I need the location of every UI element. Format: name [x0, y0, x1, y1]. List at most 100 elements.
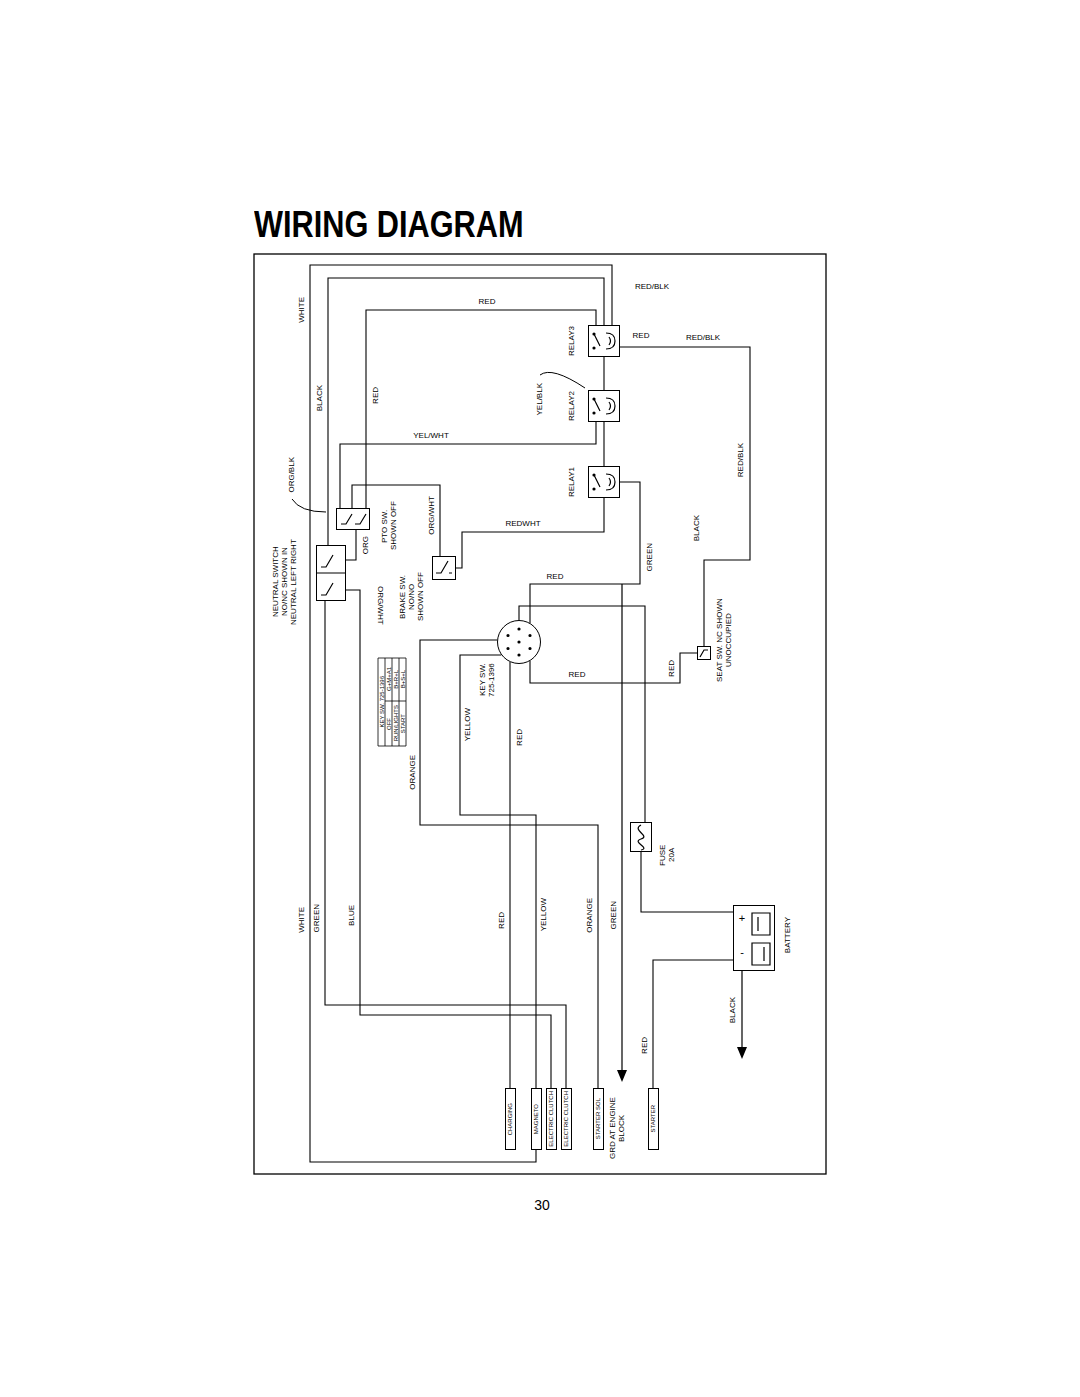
table-cell: RUN/LIGHTS [393, 705, 399, 741]
fuse-symbol [638, 825, 644, 850]
wire-color-label: ORANGE [408, 755, 417, 790]
wire-color-label: RED/BLK [635, 282, 669, 291]
component-label: MAGNETO [533, 1104, 540, 1134]
table-cell: B+S+L [400, 670, 406, 688]
wire-color-label: REDWHT [505, 519, 540, 528]
wire [325, 601, 566, 1088]
component-label: STARTER [650, 1105, 657, 1132]
component-label: STARTER SOL [595, 1098, 602, 1139]
connector-box: STARTER [648, 1088, 659, 1150]
wire [340, 422, 596, 508]
wire-color-label: ORANGE [585, 898, 594, 933]
relay-box: RELAY1 [588, 466, 620, 498]
wire [530, 653, 697, 683]
wire-color-label: RED [479, 297, 496, 306]
switch-box: NEUTRAL SWITCH NO/NC SHOWN IN NEUTRAL LE… [316, 545, 346, 601]
wire [519, 606, 645, 822]
table-cell: B+R+L [393, 670, 399, 689]
table-cell: START [400, 714, 406, 733]
fuse-box: FUSE 20A [630, 822, 652, 852]
wire-color-label: GREEN [645, 543, 654, 571]
connector-box: CHARGING [505, 1088, 516, 1150]
connector-box: STARTER SOL [593, 1088, 604, 1150]
relay-box: RELAY2 [588, 390, 620, 422]
key-switch: KEY SW. 725-1396 [497, 620, 541, 664]
wire [603, 357, 604, 390]
terminal-mark: + [739, 912, 745, 925]
wire-color-label: GREEN [609, 901, 618, 929]
component-label: NEUTRAL SWITCH NO/NC SHOWN IN NEUTRAL LE… [271, 536, 299, 628]
wire-color-label: RED [640, 1037, 649, 1054]
component-label: BATTERY [783, 917, 792, 953]
wire-color-label: BLUE [347, 905, 356, 926]
contact-dot [506, 332, 595, 656]
table-cell: KEY SW. 725-1396 [379, 676, 385, 728]
wire-color-label: RED [633, 331, 650, 340]
battery-cell [752, 913, 770, 965]
wire-color-label: RED [547, 572, 564, 581]
wire-color-label: BLACK [728, 997, 737, 1023]
wire-color-label: BLACK [315, 385, 324, 411]
wire [420, 640, 598, 1088]
wire [653, 960, 733, 1088]
wire [603, 422, 604, 466]
wire-color-label: YEL/BLK [535, 383, 544, 415]
wire-color-label: RED/BLK [736, 443, 745, 477]
page-title: WIRING DIAGRAM [254, 206, 524, 243]
connector-box: ELECTRIC CLUTCH [561, 1088, 572, 1150]
switch-symbol [316, 514, 708, 657]
component-label: RELAY2 [567, 391, 576, 421]
wire [328, 278, 604, 545]
wire [509, 662, 510, 1088]
component-label: ELECTRIC CLUTCH [548, 1091, 555, 1147]
wire [346, 590, 551, 1088]
switch-box: PTO SW. SHOWN OFF [336, 508, 370, 530]
component-label: KEY SW. 725-1396 [478, 658, 496, 702]
component-label: RELAY1 [567, 467, 576, 497]
wire-color-label: ORG/BLK [287, 457, 296, 493]
wire-color-label: GREEN [312, 904, 321, 932]
wire-color-label: RED [497, 912, 506, 929]
wire [456, 498, 604, 568]
frame [254, 254, 826, 1174]
switch-box: BRAKE SW. NO/NO SHOWN OFF [432, 556, 456, 580]
wire-color-label: BLACK [692, 515, 701, 541]
table-cell: G+M+A1 [386, 667, 392, 691]
wire-color-label: ORG [361, 536, 370, 554]
relay-box: RELAY3 [588, 325, 620, 357]
leader-line [292, 372, 585, 512]
connector-box: ELECTRIC CLUTCH [546, 1088, 557, 1150]
wire [530, 482, 640, 623]
component-label: SEAT SW. NC SHOWN UNOCCUPIED [715, 590, 733, 690]
wire [346, 530, 356, 560]
wire [366, 310, 596, 508]
connector-box: MAGNETO [531, 1088, 542, 1150]
ground-note: GRD AT ENGINE BLOCK [608, 1093, 626, 1163]
wire [641, 852, 733, 912]
wire-color-label: WHITE [297, 297, 306, 323]
ground-arrow [617, 1047, 747, 1082]
wire [352, 485, 440, 556]
wire-color-label: RED [667, 660, 676, 677]
wire-color-label: RED/BLK [686, 333, 720, 342]
table-cell: OFF [386, 718, 392, 730]
wire-color-label: RED [569, 670, 586, 679]
wire-color-label: YEL/WHT [413, 431, 449, 440]
component-label: CHARGING [507, 1103, 514, 1135]
ground-wire [622, 584, 742, 1070]
component-label: RELAY3 [567, 326, 576, 356]
page-number: 30 [534, 1197, 550, 1213]
wire [310, 265, 612, 1162]
component-label: BRAKE SW. NO/NO SHOWN OFF [398, 569, 426, 624]
wire-color-label: YELLOW [539, 898, 548, 931]
wire [460, 655, 536, 1088]
terminal-mark: - [740, 946, 744, 959]
wire-color-label: WHITE [297, 907, 306, 933]
component-label: PTO SW. SHOWN OFF [380, 495, 398, 557]
component-label: FUSE 20A [658, 840, 676, 870]
switch-box: SEAT SW. NC SHOWN UNOCCUPIED [697, 646, 711, 660]
wire-color-label: ORG/WHT [427, 496, 436, 535]
